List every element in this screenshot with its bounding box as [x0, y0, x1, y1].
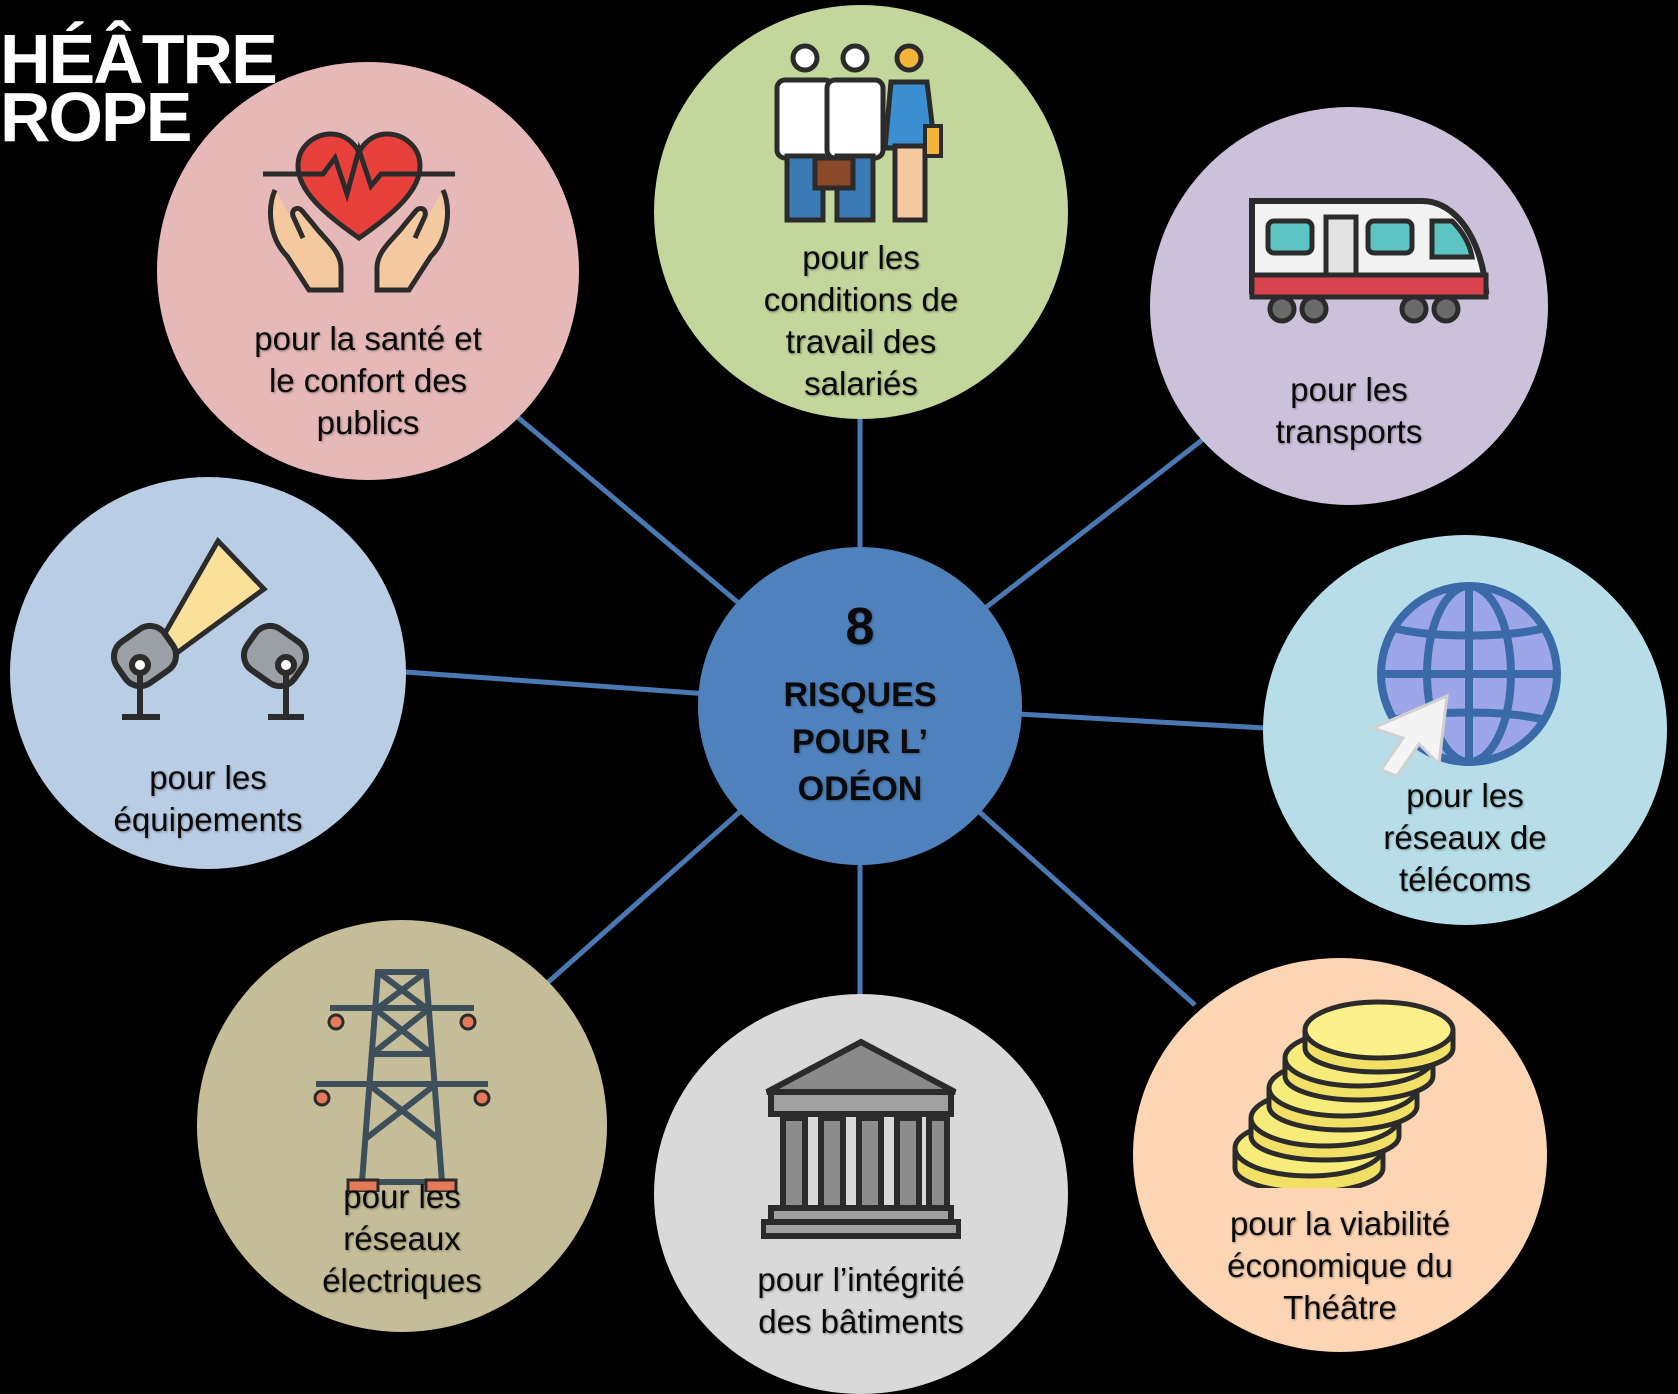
- globe-cursor-icon: [1368, 582, 1561, 778]
- label-sante: pour la santé et le confort des publics: [254, 320, 482, 441]
- node-transports: pour les transports: [1150, 107, 1548, 505]
- stage-spotlights-icon: [110, 536, 310, 720]
- theatre-logo: HÉÂTRE ROPE: [0, 20, 278, 156]
- label-economie: pour la viabilité économique du Théâtre: [1227, 1205, 1453, 1326]
- logo-line-1: HÉÂTRE: [0, 20, 278, 98]
- node-sante: pour la santé et le confort des publics: [157, 62, 579, 480]
- label-telecoms: pour les réseaux de télécoms: [1383, 777, 1547, 898]
- label-electrique: pour les réseaux électriques: [322, 1178, 482, 1299]
- coin-stack-icon: [1232, 999, 1456, 1188]
- label-batiments: pour l’intégrité des bâtiments: [757, 1261, 965, 1340]
- node-electrique: pour les réseaux électriques: [197, 920, 607, 1332]
- node-telecoms: pour les réseaux de télécoms: [1263, 535, 1667, 925]
- node-batiments: pour l’intégrité des bâtiments: [654, 994, 1068, 1394]
- power-pylon-icon: [313, 969, 491, 1192]
- hub-title: RISQUES POUR L’ ODÉON: [783, 676, 937, 808]
- logo-line-2: ROPE: [0, 78, 192, 156]
- label-travail: pour les conditions de travail des salar…: [763, 239, 959, 402]
- node-travail: pour les conditions de travail des salar…: [654, 5, 1068, 419]
- train-icon: [1249, 198, 1490, 324]
- hub-number: 8: [845, 598, 875, 656]
- central-hub: 8 RISQUES POUR L’ ODÉON: [698, 547, 1022, 865]
- node-economie: pour la viabilité économique du Théâtre: [1133, 958, 1547, 1352]
- heart-in-hands-icon: [263, 131, 455, 293]
- classical-building-icon: [761, 1038, 961, 1239]
- workers-group-icon: [774, 43, 943, 223]
- node-equipements: pour les équipements: [10, 477, 406, 869]
- label-equipements: pour les équipements: [113, 759, 303, 838]
- label-transports: pour les transports: [1275, 371, 1423, 450]
